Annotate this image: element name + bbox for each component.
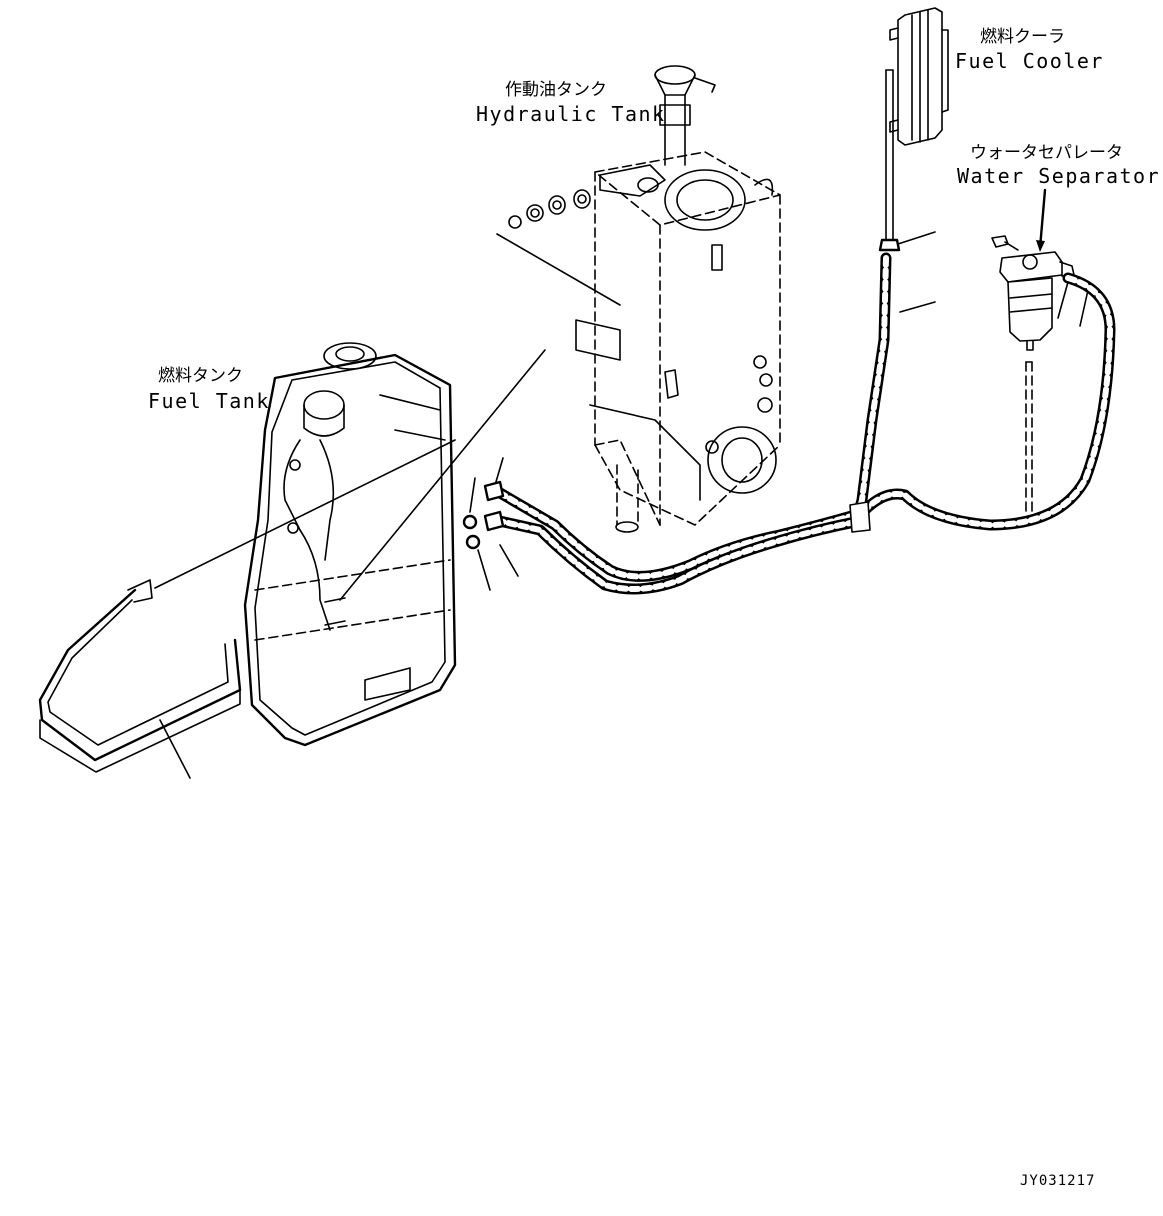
fuel-tank-label-jp: 燃料タンク <box>158 366 243 386</box>
fuel-cooler <box>878 7 949 252</box>
hydraulic-tank-label-jp: 作動油タンク <box>505 80 607 100</box>
water-separator-label-jp: ウォータセパレータ <box>970 143 1123 163</box>
label-hydraulic-tank: 作動油タンク Hydraulic Tank <box>476 80 666 126</box>
water-separator <box>991 188 1089 513</box>
fuel-cooler-label-jp: 燃料クーラ <box>980 27 1065 47</box>
fuel-tank-label-en: Fuel Tank <box>148 389 270 413</box>
fuel-hoses <box>483 252 1116 595</box>
label-water-separator: ウォータセパレータ Water Separator <box>957 143 1160 188</box>
label-fuel-tank: 燃料タンク Fuel Tank <box>148 366 270 413</box>
label-fuel-cooler: 燃料クーラ Fuel Cooler <box>955 27 1104 73</box>
hydraulic-tank-label-en: Hydraulic Tank <box>476 102 666 126</box>
water-separator-label-en: Water Separator <box>957 164 1160 188</box>
tank-strap <box>38 579 242 779</box>
hose-clamps <box>462 457 519 591</box>
hydraulic-tank <box>496 65 781 533</box>
drawing-code: JY031217 <box>1020 1173 1095 1189</box>
fuel-cooler-label-en: Fuel Cooler <box>955 49 1104 73</box>
fuel-tank <box>154 342 546 747</box>
